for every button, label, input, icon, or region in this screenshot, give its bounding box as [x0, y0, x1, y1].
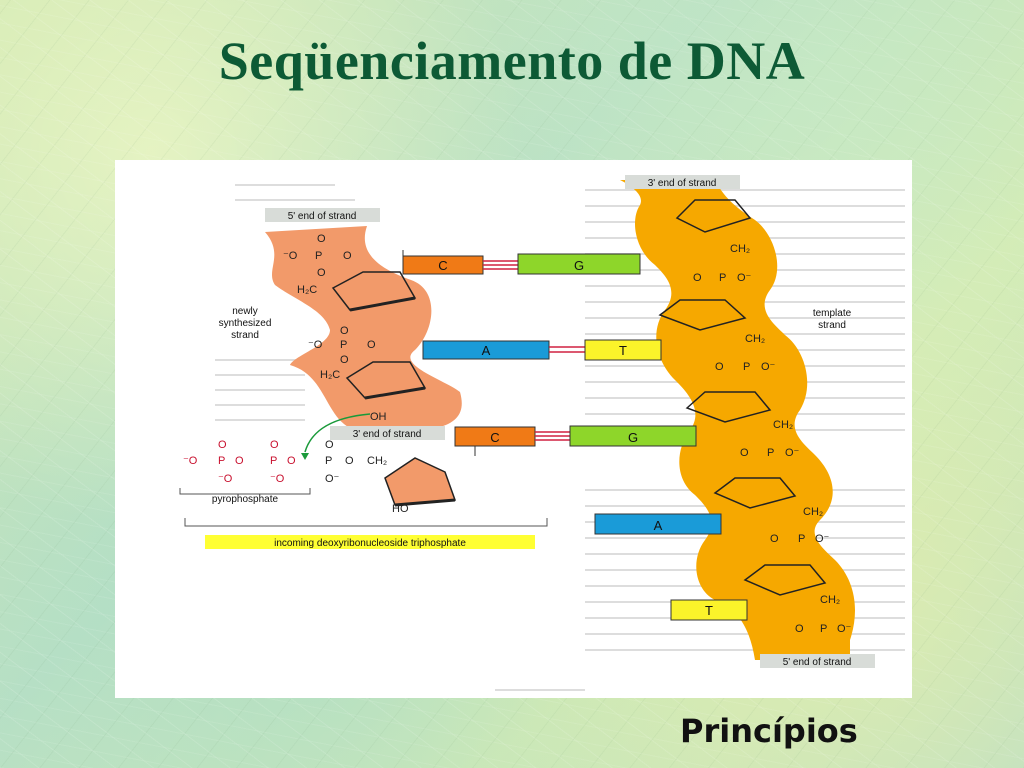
svg-text:⁻O: ⁻O — [308, 339, 323, 351]
svg-text:⁻O: ⁻O — [183, 455, 198, 467]
svg-text:O⁻: O⁻ — [761, 361, 776, 373]
svg-text:O: O — [235, 455, 244, 467]
svg-text:O: O — [715, 361, 724, 373]
svg-text:CH₂: CH₂ — [803, 506, 823, 518]
svg-text:O: O — [317, 233, 326, 245]
svg-text:O: O — [693, 272, 702, 284]
svg-text:⁻O: ⁻O — [218, 473, 233, 485]
svg-text:O⁻: O⁻ — [325, 473, 340, 485]
svg-text:newly: newly — [232, 306, 258, 317]
svg-text:G: G — [574, 258, 584, 273]
svg-text:T: T — [619, 343, 627, 358]
svg-text:O: O — [345, 455, 354, 467]
svg-text:P: P — [767, 447, 774, 459]
base-t-2-unpaired: T — [670, 599, 748, 621]
svg-text:H₂C: H₂C — [297, 284, 317, 296]
dna-figure: 5' end of strand 3' end of strand 3' end… — [115, 160, 912, 698]
svg-text:O: O — [340, 354, 349, 366]
svg-text:incoming deoxyribonucleoside t: incoming deoxyribonucleoside triphosphat… — [274, 538, 466, 549]
svg-text:P: P — [340, 339, 347, 351]
base-g-2 — [569, 425, 697, 447]
sugar-ring-template — [658, 199, 827, 596]
nucleophilic-attack-arrow — [304, 413, 371, 453]
svg-text:P: P — [315, 250, 322, 262]
svg-text:P: P — [218, 455, 225, 467]
svg-text:CH₂: CH₂ — [820, 594, 840, 606]
base-g-1 — [517, 253, 641, 275]
svg-text:P: P — [820, 623, 827, 635]
svg-text:3' end of strand: 3' end of strand — [353, 429, 422, 440]
svg-text:A: A — [654, 518, 663, 533]
svg-text:CH₂: CH₂ — [773, 419, 793, 431]
svg-text:O: O — [340, 325, 349, 337]
svg-text:O⁻: O⁻ — [837, 623, 852, 635]
svg-text:O: O — [218, 439, 227, 451]
newly-synthesized-strand-band — [265, 226, 462, 428]
svg-text:P: P — [325, 455, 332, 467]
label-three-end-top-right: 3' end of strand — [625, 175, 740, 189]
label-three-end-left: 3' end of strand — [330, 426, 445, 440]
label-newly-synthesized: newly synthesized strand — [219, 306, 272, 341]
label-five-end-bottom-right: 5' end of strand — [760, 654, 875, 668]
pyrophosphate-group: ⁻O P O P O O O ⁻O ⁻O — [183, 439, 296, 485]
svg-text:strand: strand — [231, 330, 259, 341]
base-pair-cg-2: C G — [454, 425, 697, 456]
svg-text:synthesized: synthesized — [219, 318, 272, 329]
svg-text:P: P — [743, 361, 750, 373]
svg-text:5' end of strand: 5' end of strand — [288, 211, 357, 222]
svg-text:O⁻: O⁻ — [737, 272, 752, 284]
alpha-phosphate-group: O P O CH₂ O⁻ HO — [325, 439, 409, 515]
svg-text:P: P — [270, 455, 277, 467]
sugar-ring-incoming — [384, 457, 457, 507]
svg-text:CH₂: CH₂ — [745, 333, 765, 345]
svg-text:O: O — [317, 267, 326, 279]
label-five-end-top: 5' end of strand — [265, 208, 380, 222]
svg-text:O: O — [325, 439, 334, 451]
svg-text:O: O — [795, 623, 804, 635]
sugar-ring-new-2 — [345, 361, 427, 400]
label-template-strand: template strand — [813, 308, 852, 331]
svg-text:P: P — [798, 533, 805, 545]
base-a-2-unpaired: A — [594, 513, 722, 535]
label-pyrophosphate: pyrophosphate — [212, 494, 279, 505]
svg-text:CH₂: CH₂ — [730, 243, 750, 255]
base-pair-at-1: A T — [422, 339, 662, 361]
base-pair-cg-1: C G — [402, 250, 641, 275]
svg-text:T: T — [705, 603, 713, 618]
sugar-ring-new-1 — [331, 271, 417, 312]
pyrophosphate-bracket — [179, 488, 311, 495]
dna-diagram: 5' end of strand 3' end of strand 3' end… — [179, 175, 905, 691]
svg-text:strand: strand — [818, 320, 846, 331]
svg-text:⁻O: ⁻O — [270, 473, 285, 485]
svg-text:H₂C: H₂C — [320, 369, 340, 381]
svg-text:⁻O: ⁻O — [283, 250, 298, 262]
svg-text:G: G — [628, 430, 638, 445]
svg-text:O⁻: O⁻ — [815, 533, 830, 545]
svg-text:CH₂: CH₂ — [367, 455, 387, 467]
svg-text:O: O — [287, 455, 296, 467]
svg-text:OH: OH — [370, 411, 387, 423]
footer-label: Princípios — [680, 712, 858, 750]
base-a-1 — [422, 340, 550, 360]
phosphate-new-strand: O ⁻O P O O H₂C O ⁻O P O O H₂C OH — [283, 233, 387, 423]
svg-text:O: O — [270, 439, 279, 451]
phosphate-template-strand: CH₂ O P O⁻ CH₂ O P O⁻ CH₂ O P O⁻ CH₂ O P… — [693, 243, 852, 635]
svg-text:C: C — [438, 258, 447, 273]
label-incoming: incoming deoxyribonucleoside triphosphat… — [205, 535, 535, 549]
svg-text:O: O — [343, 250, 352, 262]
svg-text:O: O — [367, 339, 376, 351]
slide-title: Seqüenciamento de DNA — [218, 31, 806, 91]
svg-text:P: P — [719, 272, 726, 284]
svg-text:A: A — [482, 343, 491, 358]
svg-text:C: C — [490, 430, 499, 445]
svg-text:O⁻: O⁻ — [785, 447, 800, 459]
svg-text:HO: HO — [392, 503, 409, 515]
base-t-1 — [584, 339, 662, 361]
svg-text:3' end of strand: 3' end of strand — [648, 178, 717, 189]
svg-text:5' end of strand: 5' end of strand — [783, 657, 852, 668]
svg-text:template: template — [813, 308, 852, 319]
svg-text:O: O — [770, 533, 779, 545]
incoming-bracket — [184, 518, 548, 527]
svg-text:O: O — [740, 447, 749, 459]
